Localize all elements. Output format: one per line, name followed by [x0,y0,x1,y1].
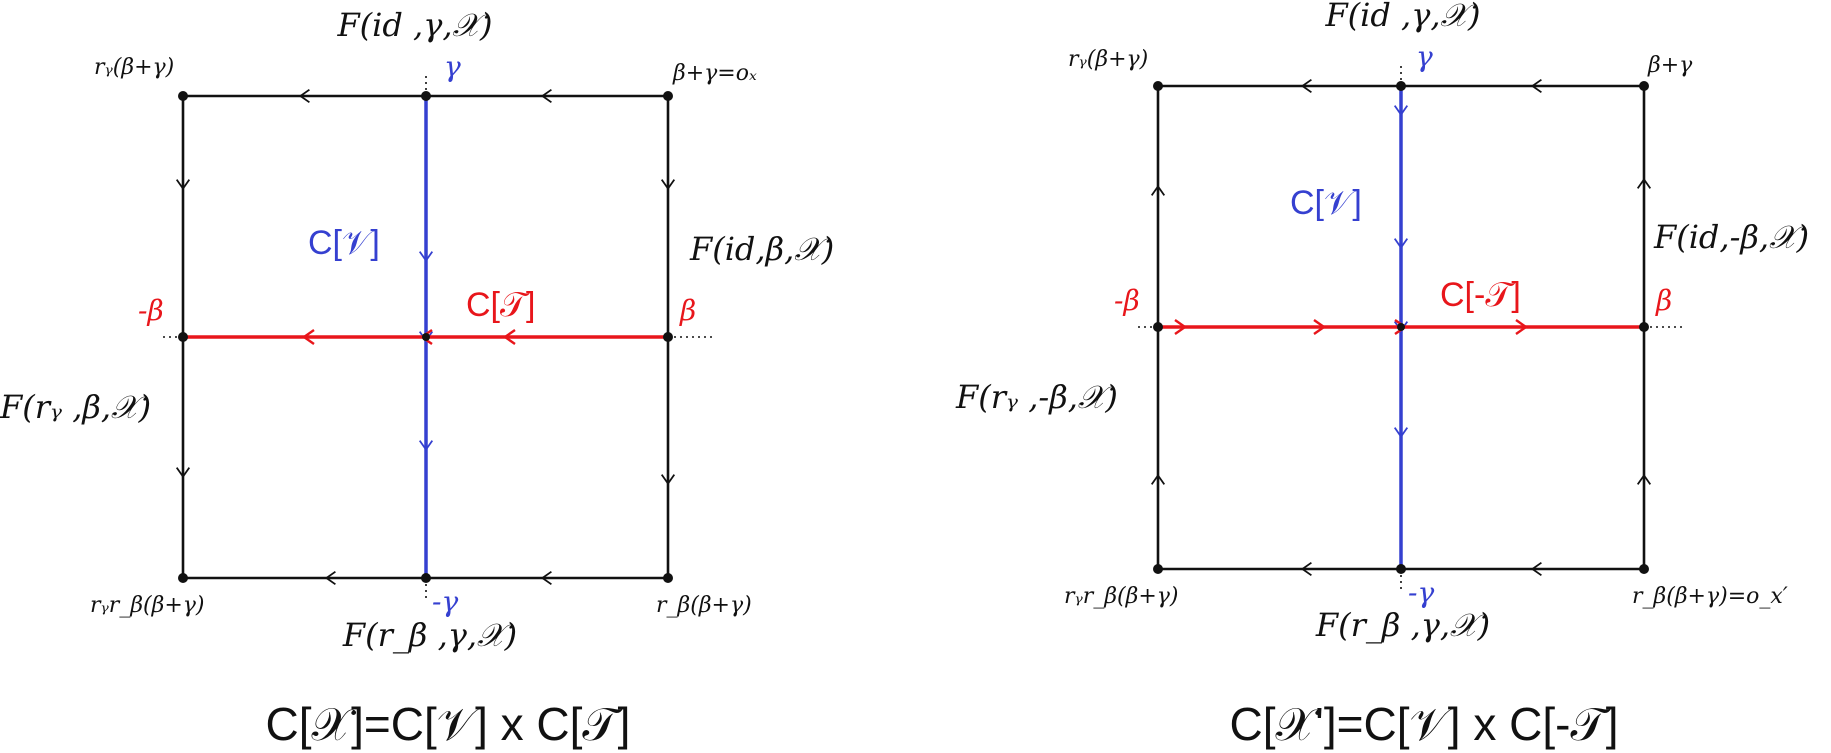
point-label-right: β [679,294,696,327]
caption-right: C[𝒳']=C[𝒱] x C[-𝒯] [1230,698,1619,750]
corner-label-top-right: β+γ=oₓ [672,61,757,86]
caption-left: C[𝒳]=C[𝒱] x C[𝒯] [266,698,631,750]
point-label-left: -β [1114,284,1140,317]
point-label-left: -β [138,294,164,327]
dotted-extensions [163,76,712,598]
edge-label-bottom: F(r_β ,γ,𝒳) [1315,606,1490,644]
vertices [1153,81,1649,574]
square-frame [1150,78,1652,577]
diagram-right: F(id ,γ,𝒳) F(id,-β,𝒳) F(r_β ,γ,𝒳) F(rᵧ ,… [955,0,1809,750]
edge-label-right: F(id,-β,𝒳) [1653,218,1809,256]
point-label-bottom: -γ [432,585,458,618]
curve-t-label: C[𝒯] [466,286,536,324]
corner-label-bottom-left: rᵧr_β(β+γ) [1064,584,1179,609]
corner-label-top-left: rᵧ(β+γ) [94,55,174,80]
vertices [178,91,673,583]
corner-label-top-right: β+γ [1647,53,1693,78]
curve-v-label: C[𝒱] [1290,184,1362,222]
square-frame [175,88,676,586]
curve-t-label: C[-𝒯] [1440,276,1521,314]
edge-label-bottom: F(r_β ,γ,𝒳) [342,616,517,654]
curve-v-label: C[𝒱] [308,224,380,262]
point-label-bottom: -γ [1408,576,1434,609]
edge-label-left: F(rᵧ ,-β,𝒳) [955,378,1118,416]
edge-label-top: F(id ,γ,𝒳) [336,6,492,44]
edge-label-left: F(rᵧ ,β,𝒳) [0,388,151,426]
edge-label-top: F(id ,γ,𝒳) [1324,0,1480,34]
point-label-top: γ [1416,40,1433,73]
corner-label-bottom-left: rᵧr_β(β+γ) [90,593,205,618]
corner-label-top-left: rᵧ(β+γ) [1068,47,1148,72]
corner-label-bottom-right: r_β(β+γ) [656,593,752,618]
corner-label-bottom-right: r_β(β+γ)=o_x′ [1632,584,1788,609]
dotted-extensions [1136,66,1684,589]
point-label-right: β [1655,284,1672,317]
point-label-top: γ [444,50,461,83]
edge-label-right: F(id,β,𝒳) [689,230,834,268]
diagram-left: F(id ,γ,𝒳) F(id,β,𝒳) F(r_β ,γ,𝒳) F(rᵧ ,β… [0,6,834,750]
